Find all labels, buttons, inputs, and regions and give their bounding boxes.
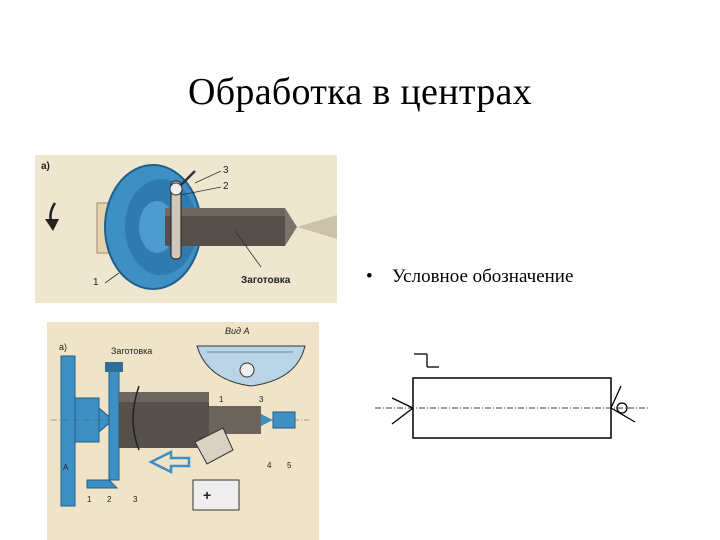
callout-2: 2 <box>223 181 229 192</box>
view-callout-3: 3 <box>259 395 264 404</box>
callout-1: 1 <box>93 277 99 288</box>
callout-b-4: 4 <box>267 461 272 470</box>
callout-b-1: 1 <box>87 495 92 504</box>
fixed-center-icon <box>391 397 414 425</box>
plus-sign: + <box>203 487 211 503</box>
view-callout-1: 1 <box>219 395 224 404</box>
bullet-marker: • <box>366 266 373 287</box>
conventional-symbol-diagram <box>375 353 650 439</box>
letter-a: А <box>63 463 69 472</box>
rotating-center-icon <box>610 385 636 423</box>
centers-setup-drawing: а) Заготовка Вид А 1 3 + <box>47 322 319 540</box>
faceplate-drawing: а) 3 2 1 Заготовка <box>35 155 337 303</box>
callout-3: 3 <box>223 165 229 176</box>
view-label: Вид А <box>225 326 250 336</box>
callout-b-3: 3 <box>133 495 138 504</box>
callout-b-5: 5 <box>287 461 292 470</box>
rotation-arrow-icon <box>45 202 59 231</box>
support-symbol-icon <box>414 353 439 368</box>
callout-b-2: 2 <box>107 495 112 504</box>
figure-b-label: а) <box>59 342 67 352</box>
rotation-arrow-icon <box>132 385 140 451</box>
bullet-item: • Условное обозначение <box>366 266 573 288</box>
bullet-text: Условное обозначение <box>392 266 574 287</box>
clamp-dog-icon <box>169 170 196 260</box>
slide-title: Обработка в центрах <box>188 71 532 113</box>
figure-a-label: а) <box>41 161 50 172</box>
workpiece-label-b: Заготовка <box>111 346 152 356</box>
workpiece-label: Заготовка <box>241 275 291 286</box>
feed-direction-arrow-icon <box>148 449 191 475</box>
